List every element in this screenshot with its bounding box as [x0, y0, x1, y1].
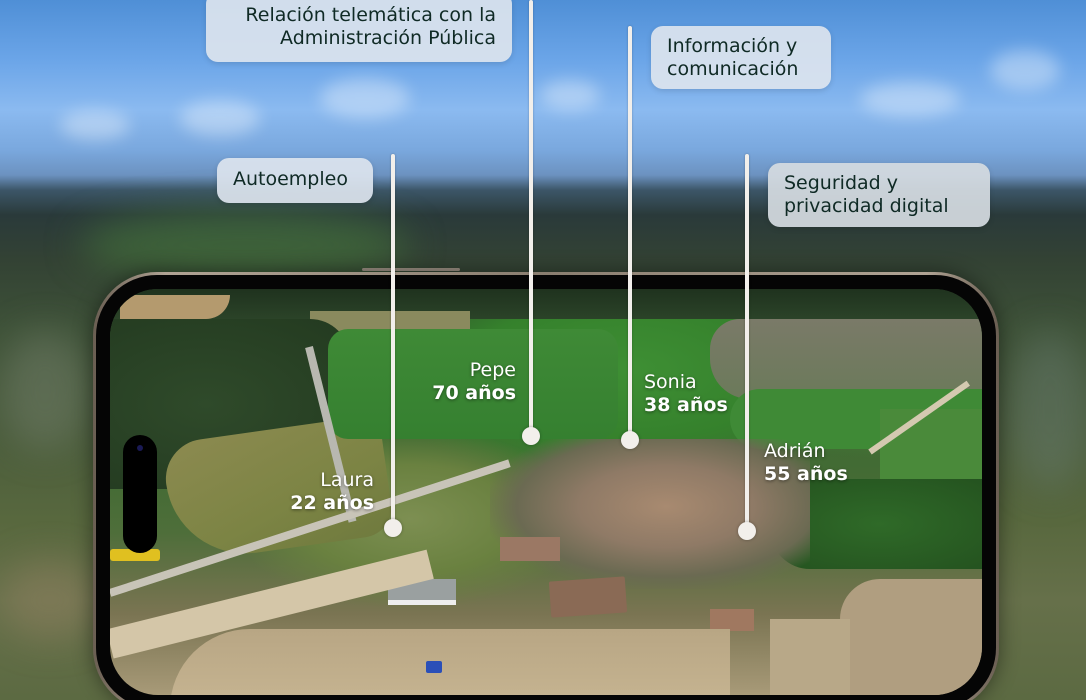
person-age: 38 años: [644, 394, 728, 416]
blurred-field: [0, 330, 90, 450]
blurred-field: [80, 210, 410, 280]
green-field: [328, 329, 618, 439]
cloud: [60, 110, 130, 140]
pointer-dot-sonia: [621, 431, 639, 449]
person-age: 22 años: [290, 492, 374, 514]
pointer-line-relacion-telematica: [529, 0, 533, 436]
chip-text-line: privacidad digital: [784, 195, 949, 217]
cloud: [860, 82, 960, 116]
yellow-machinery: [110, 549, 160, 561]
camera-icon: [137, 445, 143, 451]
chip-text-line: Administración Pública: [280, 27, 496, 49]
tractor: [426, 661, 442, 673]
phone-side-button: [362, 268, 460, 271]
chip-relacion-telematica: Relación telemática con la Administració…: [206, 0, 512, 62]
pointer-line-informacion: [628, 26, 632, 440]
person-name: Laura: [320, 469, 374, 491]
blurred-field: [0, 560, 100, 640]
chip-seguridad-privacidad: Seguridad y privacidad digital: [768, 163, 990, 227]
chip-text-line: Información y: [667, 35, 798, 57]
aerial-village-photo: [110, 289, 982, 695]
chip-text-line: comunicación: [667, 58, 799, 80]
chip-text-line: Autoempleo: [233, 168, 348, 190]
person-age: 55 años: [764, 463, 848, 485]
person-age: 70 años: [432, 382, 516, 404]
plowed-field: [170, 629, 730, 695]
meadow: [310, 311, 470, 331]
pointer-dot-pepe: [522, 427, 540, 445]
house-roof: [710, 609, 754, 631]
plowed-field: [840, 579, 982, 695]
house-roof: [500, 537, 560, 561]
village: [490, 439, 810, 589]
cloud: [180, 100, 260, 136]
cloud: [540, 80, 600, 110]
chip-informacion-comunicacion: Información y comunicación: [651, 26, 831, 89]
pointer-dot-laura: [384, 519, 402, 537]
cloud: [990, 50, 1060, 90]
meadow: [710, 319, 982, 399]
phone-bezel: [96, 275, 996, 700]
pointer-dot-adrian: [738, 522, 756, 540]
dry-field: [120, 295, 230, 319]
pointer-line-seguridad: [745, 154, 749, 530]
forest-strip: [110, 289, 982, 319]
person-label-pepe: Pepe 70 años: [410, 359, 516, 405]
house-roof: [548, 576, 628, 618]
cloud: [320, 78, 410, 118]
plowed-field: [770, 619, 850, 695]
dynamic-island: [123, 435, 157, 553]
person-name: Pepe: [469, 359, 516, 381]
person-label-adrian: Adrián 55 años: [764, 440, 874, 486]
pointer-line-autoempleo: [391, 154, 395, 528]
chip-text-line: Seguridad y: [784, 172, 898, 194]
person-name: Adrián: [764, 440, 826, 462]
person-label-sonia: Sonia 38 años: [644, 371, 754, 417]
chip-autoempleo: Autoempleo: [217, 158, 373, 203]
person-name: Sonia: [644, 371, 697, 393]
person-label-laura: Laura 22 años: [270, 469, 374, 515]
chip-text-line: Relación telemática con la: [245, 4, 496, 26]
phone-frame: [93, 272, 999, 700]
blurred-field: [1010, 330, 1086, 490]
